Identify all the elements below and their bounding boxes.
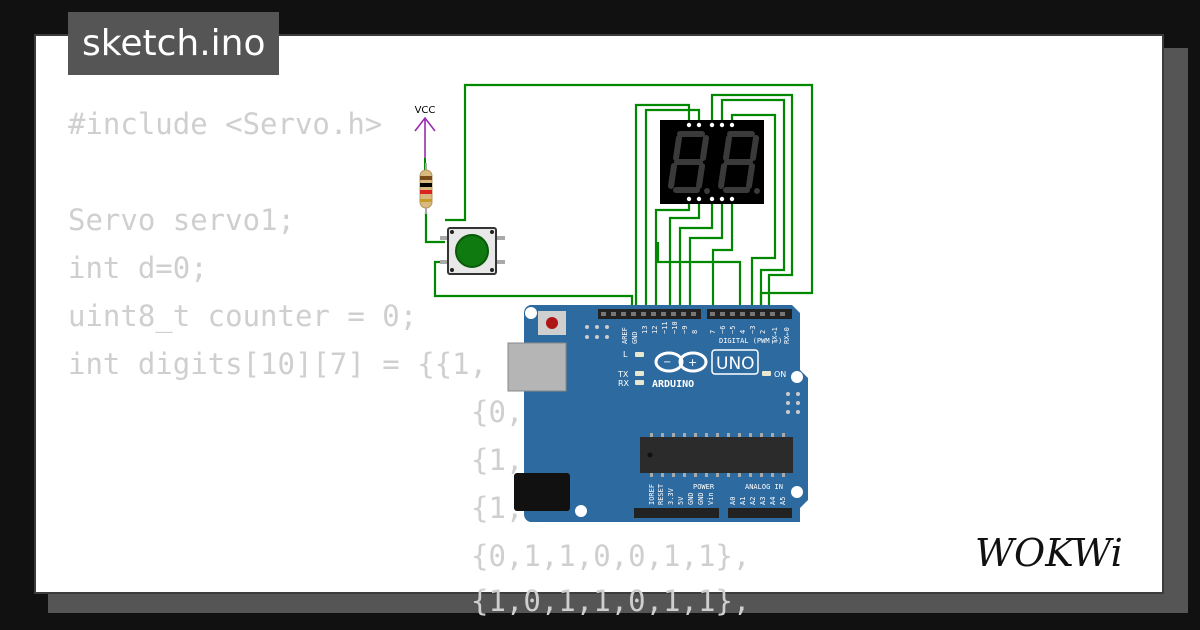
wire: [634, 103, 691, 305]
pin-label: RX←0: [783, 327, 791, 344]
code-line: {1,0,1,1,0,1,1},: [471, 584, 751, 618]
code-line: #include <Servo.h>: [68, 107, 383, 141]
pushbutton[interactable]: [440, 227, 505, 275]
code-line: {0,1,1,0,0,1,1},: [471, 539, 751, 573]
code-line: {0,: [471, 395, 524, 429]
pin-label: GND: [687, 492, 695, 505]
led-rx-label: RX: [618, 379, 630, 388]
infinity-logo-icon: [654, 351, 684, 373]
wire: [644, 108, 701, 305]
led-on-label: ON: [774, 370, 786, 379]
code-line: uint8_t counter = 0;: [68, 299, 418, 333]
led-l: [635, 352, 644, 357]
usb-port: [507, 342, 567, 392]
led-on: [762, 371, 771, 376]
mount-hole: [791, 371, 803, 383]
pin-label: A0: [729, 497, 737, 505]
pin-label: IOREF: [648, 484, 656, 505]
sketch-title-tab[interactable]: sketch.ino: [68, 12, 280, 75]
pin-label: 4: [739, 330, 747, 334]
pin-label: ~5: [729, 326, 737, 334]
wire: [656, 242, 742, 305]
led-rx: [635, 380, 644, 385]
wire: [730, 113, 777, 305]
power-header: [634, 508, 719, 518]
svg-text:−: −: [663, 357, 671, 368]
mount-hole: [791, 486, 803, 498]
analog-header: [728, 508, 792, 518]
pin-label: AREF: [621, 327, 629, 344]
pin-label: A1: [739, 497, 747, 505]
board-brand: ARDUINO: [652, 379, 694, 390]
pin-label: A2: [749, 497, 757, 505]
header-right: [707, 309, 792, 319]
chip: [640, 437, 793, 473]
analog-label: ANALOG IN: [745, 483, 783, 491]
code-line: Servo servo1;: [68, 203, 295, 237]
power-jack: [514, 473, 570, 511]
icsp-header: [585, 325, 800, 414]
pin-label: 2: [759, 330, 767, 334]
header-left: [598, 309, 701, 319]
pin-label: ~3: [749, 326, 757, 334]
wire: [720, 98, 786, 305]
wire: [654, 199, 691, 305]
pin-label: ~10: [671, 321, 679, 334]
svg-text:+: +: [688, 356, 697, 369]
wokwi-logo: WOKWi: [975, 531, 1123, 575]
pin-label: GND: [697, 492, 705, 505]
led-tx-label: TX: [617, 370, 629, 379]
pin-label: A3: [759, 497, 767, 505]
vcc-label: VCC: [415, 105, 436, 116]
wire: [710, 93, 794, 305]
pin-label: Vin: [707, 492, 715, 505]
pin-label: 13: [641, 326, 649, 334]
digital-label: DIGITAL (PWM ~): [719, 337, 782, 345]
wire: [668, 199, 701, 305]
pin-label: 5V: [677, 496, 685, 505]
seven-segment-display: [660, 120, 764, 204]
code-background: #include <Servo.h> Servo servo1; int d=0…: [36, 36, 1166, 618]
digit-1: [668, 131, 709, 193]
pin-label: 8: [691, 330, 699, 334]
pin-label: ~6: [719, 326, 727, 334]
wires: [424, 83, 814, 305]
pin-label: ~11: [661, 321, 669, 334]
board-model: UNO: [716, 354, 755, 374]
resistor[interactable]: [419, 163, 433, 214]
pin-label: RESET: [657, 483, 665, 505]
wire: [433, 260, 634, 305]
wire: [711, 199, 734, 305]
pin-label: 12: [651, 326, 659, 334]
led-l-label: L: [623, 350, 628, 359]
pin-label: TX→1: [771, 327, 779, 344]
display-pins: [686, 122, 735, 202]
digit-2: [718, 131, 759, 193]
code-line: int digits[10][7] = {{1,: [68, 347, 488, 381]
vcc-symbol: VCC: [414, 105, 436, 172]
wire: [678, 199, 714, 305]
wokwi-wordmark: WOKWi: [975, 531, 1123, 575]
pin-label: GND: [631, 331, 639, 344]
mount-hole: [575, 505, 587, 517]
power-label: POWER: [693, 483, 715, 491]
pin-label: 3.3V: [667, 487, 675, 505]
wire: [688, 199, 724, 305]
pin-label: 7: [709, 330, 717, 334]
code-line: {1,: [471, 443, 524, 477]
pin-label: ~9: [681, 326, 689, 334]
button-cap[interactable]: [455, 234, 489, 268]
led-tx: [635, 371, 644, 376]
pin-labels: AREF GND 13 12 ~11 ~10 ~9 8 7 ~6 ~5 4 ~3…: [621, 321, 791, 345]
arduino-uno-board[interactable]: AREF GND 13 12 ~11 ~10 ~9 8 7 ~6 ~5 4 ~3…: [507, 305, 808, 522]
pin-label: A4: [769, 497, 777, 505]
pin-label: A5: [779, 497, 787, 505]
wire: [424, 212, 445, 244]
mount-hole: [525, 307, 537, 319]
vcc-arrow-icon: [414, 116, 436, 160]
arduino-logo: − + UNO ARDUINO: [652, 349, 759, 390]
code-line: int d=0;: [68, 251, 208, 285]
